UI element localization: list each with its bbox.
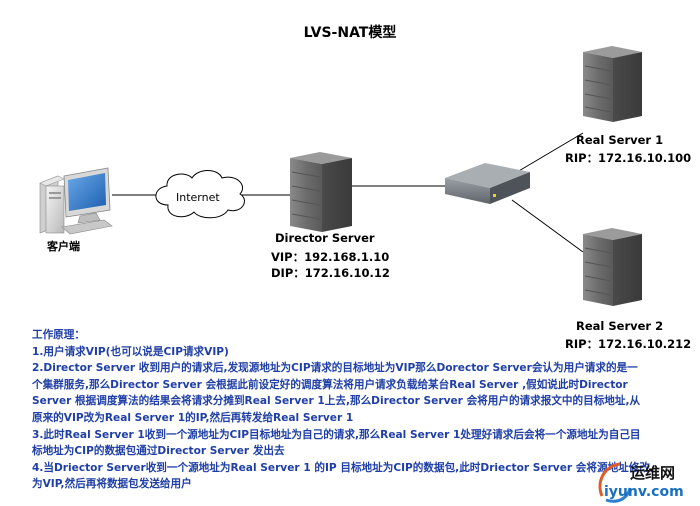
notes-line: 为VIP,然后再将数据包发送给用户 (32, 478, 192, 491)
diagram-title: LVS-NAT模型 (303, 25, 397, 41)
client-label: 客户端 (47, 240, 80, 253)
real-server-2-name: Real Server 2 (576, 319, 664, 333)
notes-line: 4.当Driector Server收到一个源地址为Real Server 1 … (32, 461, 650, 474)
network-switch-icon (445, 163, 530, 204)
client-computer-icon (39, 167, 113, 235)
notes-heading: 工作原理： (32, 329, 85, 341)
notes-line: 标地址为CIP的数据包通过Director Server 发出去 (32, 445, 285, 458)
director-server-icon (290, 152, 352, 232)
director-dip: DIP：172.16.10.12 (271, 266, 390, 280)
working-principle-notes: 工作原理： 1.用户请求VIP(也可以说是CIP请求VIP) 2.Directo… (32, 327, 664, 493)
notes-line: Server 根据调度算法的结果会将请求分摊到Real Server 1上去,那… (32, 395, 641, 408)
notes-line: 1.用户请求VIP(也可以说是CIP请求VIP) (32, 345, 229, 358)
link-switch-rs2 (511, 199, 584, 253)
watermark-brand: 运维网 (630, 464, 676, 482)
watermark-swirl-icon (598, 462, 632, 503)
director-vip: VIP：192.168.1.10 (271, 250, 390, 264)
watermark-logo: 运维网 iyunv.com (594, 458, 700, 506)
real-server-1-icon (583, 46, 642, 122)
internet-label: Internet (176, 191, 220, 204)
watermark-domain: iyunv.com (604, 484, 684, 500)
real-server-2-rip: RIP：172.16.10.212 (565, 337, 692, 351)
real-server-2-icon (583, 228, 642, 306)
internet-cloud-icon (155, 170, 245, 219)
real-server-1-name: Real Server 1 (576, 133, 664, 147)
notes-line: 原来的VIP改为Real Server 1的IP,然后再转发给Real Serv… (32, 411, 354, 424)
link-switch-rs1 (511, 132, 584, 176)
director-name: Director Server (275, 231, 375, 245)
connection-lines (112, 132, 584, 253)
real-server-1-rip: RIP：172.16.10.100 (565, 151, 692, 165)
notes-line: 2.Director Server 收到用户的请求后,发现源地址为CIP请求的目… (32, 362, 638, 375)
notes-line: 3.此时Real Server 1收到一个源地址为CIP目标地址为自己的请求,那… (32, 428, 641, 441)
notes-line: 个集群服务,那么Director Server 会根据此前设定好的调度算法将用户… (32, 378, 628, 391)
